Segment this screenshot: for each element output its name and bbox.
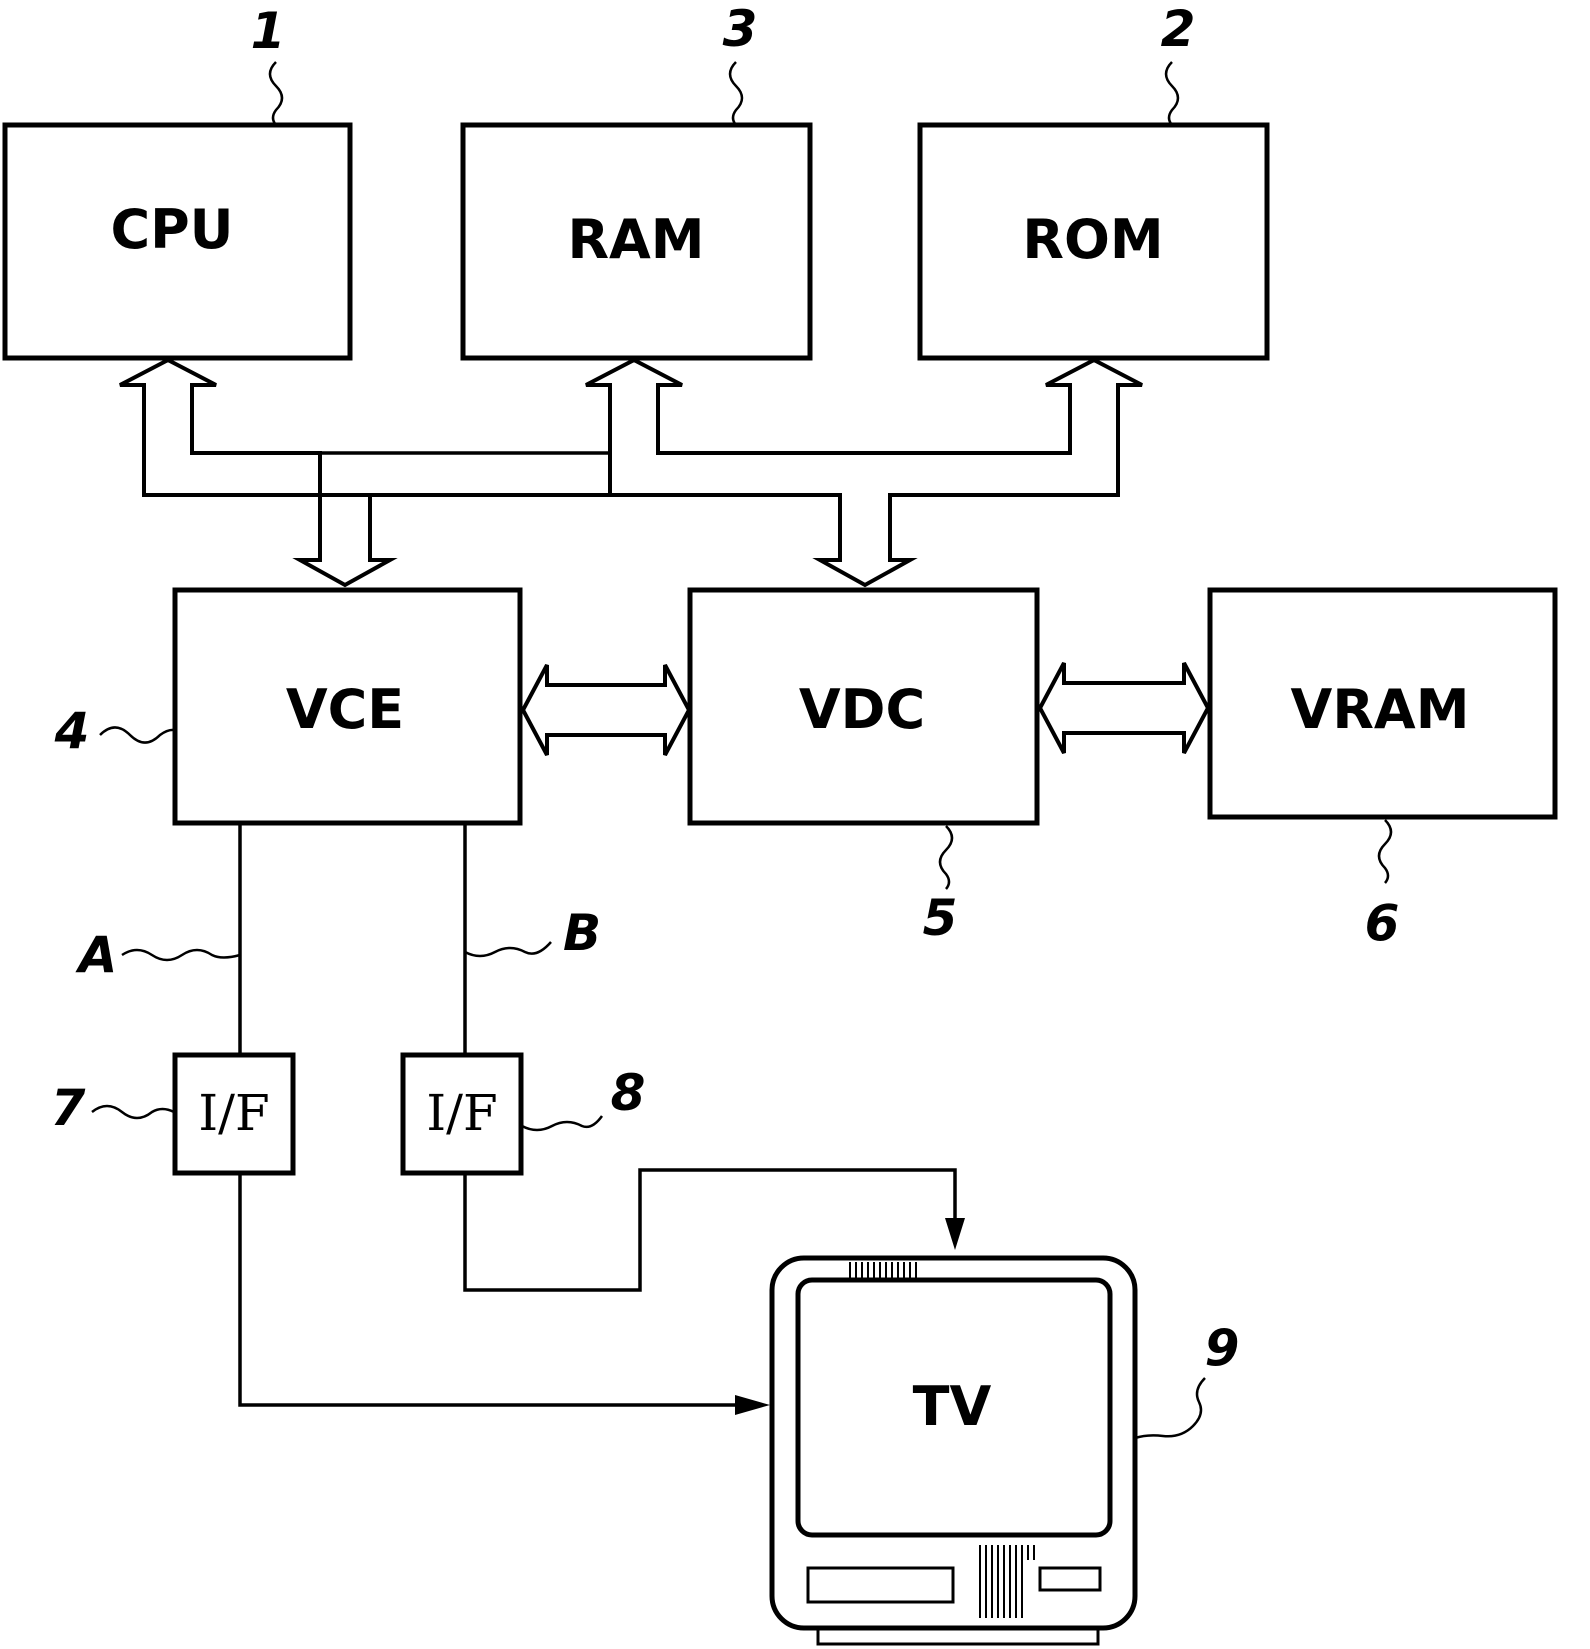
vdc-vram-bus-arrow [1037, 662, 1211, 754]
vram-ref-leader [1377, 819, 1393, 884]
cpu-label: CPU [110, 198, 233, 261]
cpu-ref-leader [268, 61, 284, 126]
interface-block-8: I/F [400, 1052, 524, 1176]
if8-label: I/F [426, 1084, 497, 1142]
vram-block: VRAM [1207, 587, 1558, 820]
tv-set: TV [769, 1255, 1138, 1646]
vce-ref-number: 4 [54, 702, 90, 760]
tv-ref-number: 9 [1205, 1319, 1240, 1377]
cpu-ref-number: 1 [251, 2, 286, 60]
ram-ref-leader [728, 61, 744, 126]
vdc-ref-leader [938, 825, 954, 890]
if8-ref-number: 8 [611, 1064, 646, 1122]
signal-a-label: A [75, 926, 118, 984]
vce-ref-leader [99, 726, 176, 744]
bus-to-ram-arrow [119, 357, 1143, 588]
if7-to-tv-arrowhead [735, 1395, 770, 1415]
ram-block: RAM [460, 122, 813, 361]
if8-to-tv-arrowhead [945, 1218, 965, 1250]
if7-to-tv-line [238, 1173, 745, 1407]
if8-ref-leader [521, 1115, 604, 1132]
tv-label: TV [913, 1375, 992, 1438]
tv-ref-leader [1134, 1377, 1206, 1440]
rom-ref-leader [1164, 61, 1180, 126]
signal-b-leader [464, 941, 552, 958]
if7-label: I/F [198, 1084, 269, 1142]
interface-block-7: I/F [172, 1052, 296, 1176]
vce-block: VCE [172, 587, 523, 826]
cpu-block: CPU [2, 122, 353, 361]
ram-label: RAM [567, 208, 704, 271]
vce-label: VCE [286, 678, 404, 741]
vram-ref-number: 6 [1365, 894, 1400, 952]
vdc-ref-number: 5 [923, 889, 958, 947]
vdc-block: VDC [687, 587, 1040, 826]
vram-label: VRAM [1291, 678, 1470, 741]
if7-ref-number: 7 [51, 1079, 86, 1137]
if7-ref-leader [91, 1104, 175, 1120]
ram-ref-number: 3 [723, 0, 758, 58]
tv-stand [816, 1626, 1100, 1646]
tv-vent-hatching [849, 1262, 1035, 1618]
rom-block: ROM [917, 122, 1270, 361]
tv-button [1038, 1566, 1102, 1592]
tv-control-panel [806, 1566, 955, 1604]
signal-a-leader [121, 948, 241, 962]
vce-vdc-bus-arrow [520, 664, 692, 756]
vdc-label: VDC [799, 678, 925, 741]
rom-ref-number: 2 [1161, 0, 1196, 58]
rom-label: ROM [1022, 208, 1163, 271]
if8-to-tv-line [463, 1168, 957, 1292]
signal-b-label: B [563, 904, 601, 962]
